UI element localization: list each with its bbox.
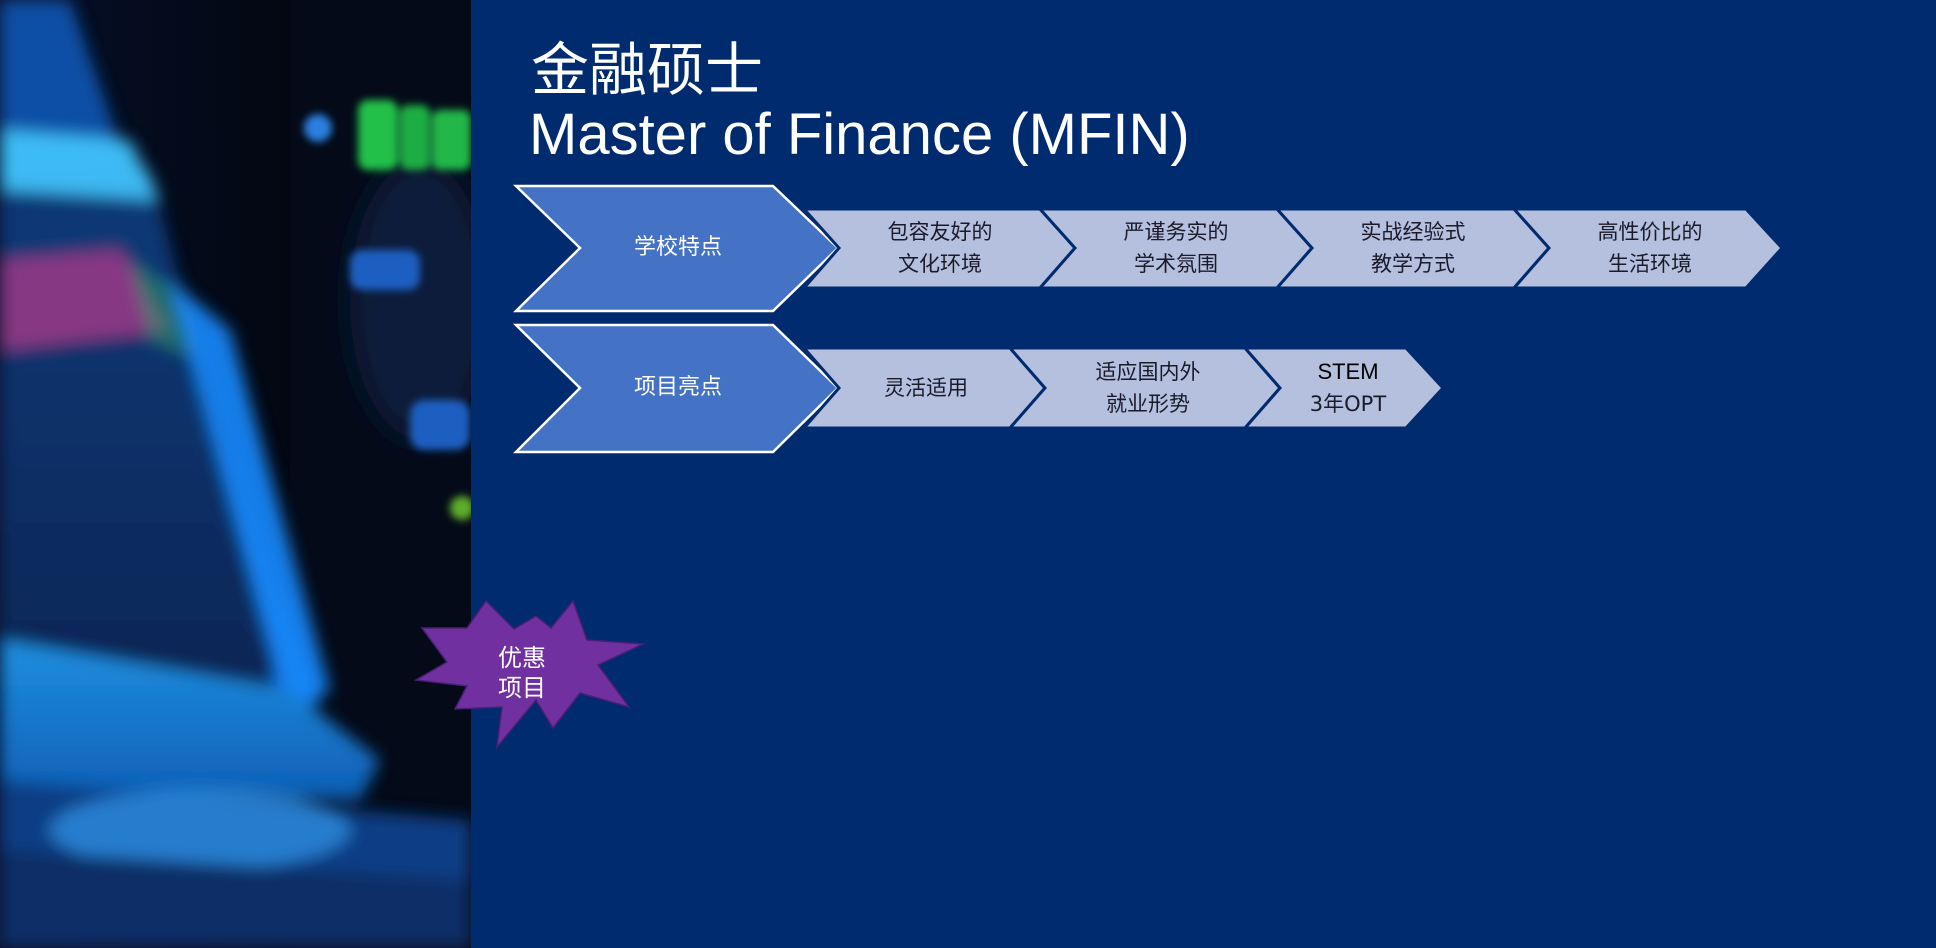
program-item-2-line1: 适应国内外 xyxy=(1095,360,1201,384)
program-item-3: STEM 3年OPT xyxy=(1291,355,1405,421)
finance-screen-photo xyxy=(0,0,471,948)
program-highlights-heading-chevron xyxy=(512,323,840,454)
school-item-1: 包容友好的 文化环境 xyxy=(850,215,1030,281)
school-item-3: 实战经验式 教学方式 xyxy=(1323,215,1503,281)
program-item-2-line2: 就业形势 xyxy=(1106,392,1190,416)
promotion-badge-line1: 优惠 xyxy=(498,644,546,672)
page-title-chinese: 金融硕士 xyxy=(531,36,764,104)
school-item-3-line2: 教学方式 xyxy=(1371,252,1455,276)
program-highlights-heading: 项目亮点 xyxy=(580,366,776,410)
school-item-1-line2: 文化环境 xyxy=(898,252,982,276)
school-features-heading: 学校特点 xyxy=(580,226,776,270)
school-item-1-line1: 包容友好的 xyxy=(887,220,993,244)
program-item-chevron-3 xyxy=(1241,346,1446,430)
program-item-2: 适应国内外 就业形势 xyxy=(1056,355,1240,421)
promotion-badge: 优惠 项目 xyxy=(482,640,562,706)
school-item-2-line2: 学术氛围 xyxy=(1134,252,1218,276)
promotion-badge-line2: 项目 xyxy=(498,674,546,702)
school-item-4-line1: 高性价比的 xyxy=(1597,220,1703,244)
program-highlights-heading-label: 项目亮点 xyxy=(633,375,722,400)
school-item-4-line2: 生活环境 xyxy=(1608,252,1692,276)
school-features-heading-chevron xyxy=(512,184,840,313)
school-item-2-line1: 严谨务实的 xyxy=(1123,220,1229,244)
program-item-3-line2: 3年OPT xyxy=(1309,392,1387,416)
school-item-3-line1: 实战经验式 xyxy=(1360,220,1466,244)
school-item-chevron-4 xyxy=(1510,207,1785,290)
school-item-2: 严谨务实的 学术氛围 xyxy=(1086,215,1266,281)
promotion-burst-shape xyxy=(413,599,646,750)
page-title-english: Master of Finance (MFIN) xyxy=(529,102,1190,167)
school-item-4: 高性价比的 生活环境 xyxy=(1560,215,1740,281)
school-features-heading-label: 学校特点 xyxy=(633,235,722,260)
program-item-1: 灵活适用 xyxy=(850,366,1002,410)
program-item-3-line1: STEM xyxy=(1317,359,1379,384)
program-item-1-line1: 灵活适用 xyxy=(884,376,968,400)
